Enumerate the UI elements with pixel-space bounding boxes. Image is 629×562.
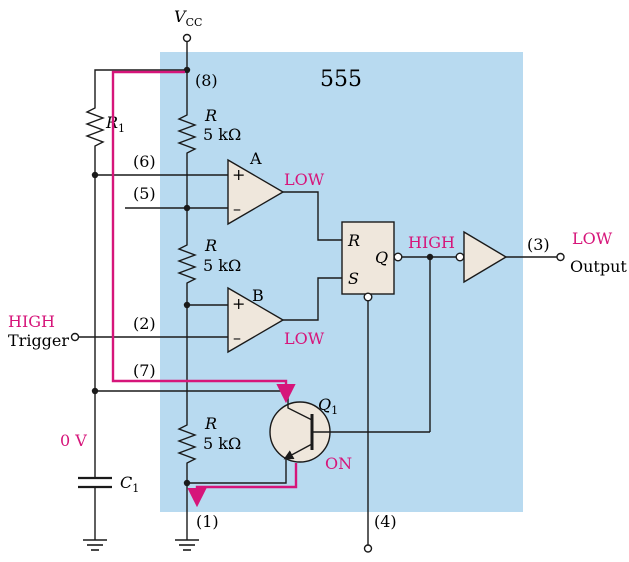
r-bot-label: R [204, 414, 217, 433]
svg-text:Q1: Q1 [318, 395, 338, 417]
comp-b-minus: – [233, 328, 241, 347]
pin-8-label: (8) [195, 71, 218, 90]
comp-b-name: B [252, 286, 264, 305]
cap-voltage-label: 0 V [60, 431, 87, 450]
pin-3-label: (3) [527, 235, 550, 254]
resistor-bot: R 5 kΩ [177, 414, 241, 470]
resistor-mid: R 5 kΩ [177, 236, 241, 290]
r1-sub: 1 [118, 122, 125, 135]
pin-4-label: (4) [374, 512, 397, 531]
comp-a-state: LOW [284, 170, 325, 189]
comparator-b: + – B LOW [227, 286, 325, 354]
output-buffer [455, 230, 508, 284]
pin-2-label: (2) [133, 314, 156, 333]
r-mid-value: 5 kΩ [203, 256, 241, 275]
discharge-path-upper [111, 70, 296, 404]
pin-6-label: (6) [133, 152, 156, 171]
trigger-label: Trigger [8, 331, 69, 350]
output-label: Output [570, 257, 627, 276]
c1-label: C [120, 473, 132, 492]
discharge-path-lower [187, 463, 298, 508]
vcc-terminal: VCC [174, 7, 202, 70]
pin-1-label: (1) [196, 512, 219, 531]
pin-7-label: (7) [133, 361, 156, 380]
comp-b-plus: + [232, 294, 245, 313]
ff-q-label: Q [375, 248, 388, 267]
q1-sub: 1 [331, 404, 338, 417]
vcc-label: V [174, 7, 187, 26]
ff-r-label: R [347, 231, 360, 250]
transistor-q1: Q1 ON [187, 391, 430, 484]
r-mid-label: R [204, 236, 217, 255]
r-top-value: 5 kΩ [203, 125, 241, 144]
r1-label: R [105, 113, 118, 132]
vcc-sub: CC [186, 16, 203, 29]
trigger-state: HIGH [8, 312, 55, 331]
capacitor-c1: C1 [78, 463, 139, 540]
flip-flop: R S Q [341, 221, 403, 302]
pin-5-label: (5) [133, 184, 156, 203]
comp-b-state: LOW [284, 329, 325, 348]
ground-center-icon [175, 539, 199, 551]
comp-a-plus: + [232, 165, 245, 184]
resistor-r1: R1 [85, 100, 125, 175]
comp-a-minus: – [233, 199, 241, 218]
ff-s-label: S [348, 269, 359, 288]
ff-q-state: HIGH [408, 233, 455, 252]
r-bot-value: 5 kΩ [203, 434, 241, 453]
svg-text:R1: R1 [105, 113, 125, 135]
q1-state: ON [325, 454, 352, 473]
q1-label: Q [318, 395, 331, 414]
c1-sub: 1 [132, 482, 139, 495]
trigger-terminal: HIGH Trigger [8, 312, 228, 350]
chip-name: 555 [320, 67, 362, 92]
comp-a-name: A [249, 149, 262, 168]
resistor-top: R 5 kΩ [177, 106, 241, 160]
output-state: LOW [572, 229, 613, 248]
ground-left-icon [83, 539, 107, 551]
comparator-a: + – A LOW [227, 149, 325, 226]
svg-text:C1: C1 [120, 473, 139, 495]
svg-text:VCC: VCC [174, 7, 202, 29]
r-top-label: R [204, 106, 217, 125]
